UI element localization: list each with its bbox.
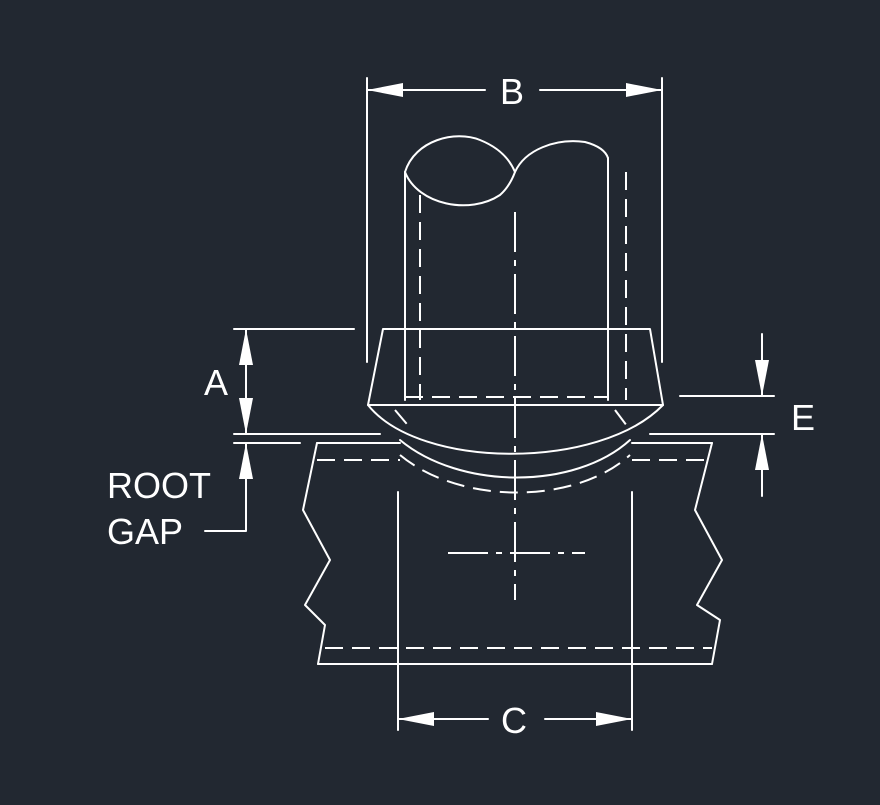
dim-a-label: A: [204, 362, 228, 403]
base-header: [302, 442, 723, 731]
dim-b-label: B: [500, 71, 524, 112]
dim-b-arrow-left: [367, 83, 403, 97]
weld-crown-outer: [367, 404, 664, 455]
base-break-left: [302, 442, 331, 665]
root-gap-leader: [204, 442, 247, 532]
root-gap-arrow: [239, 443, 253, 479]
dimension-b: B: [366, 71, 663, 363]
root-gap-label-line2: GAP: [107, 511, 183, 552]
weld-bead: [367, 404, 664, 494]
weld-crown-inner: [399, 439, 631, 479]
pipe: [404, 135, 627, 401]
dim-e-arrow-bottom: [755, 434, 769, 470]
dimension-c: C: [397, 700, 633, 741]
root-gap-label-line1: ROOT: [107, 465, 211, 506]
dimension-e: E: [649, 333, 815, 497]
dim-c-arrow-right: [596, 712, 632, 726]
weld-left-dashed: [394, 409, 413, 431]
dim-c-label: C: [501, 700, 527, 741]
dim-b-arrow-right: [626, 83, 662, 97]
root-gap-callout: ROOT GAP: [107, 442, 301, 552]
weld-right-dashed: [614, 409, 631, 431]
dim-a-arrow-top: [239, 329, 253, 365]
dim-e-label: E: [791, 397, 815, 438]
dim-e-arrow-top: [755, 360, 769, 396]
weld-root-dashed: [399, 454, 631, 494]
dimension-a: A: [204, 328, 381, 435]
dim-a-arrow-bottom: [239, 398, 253, 434]
dim-c-arrow-left: [398, 712, 434, 726]
base-break-right: [694, 442, 723, 665]
pipe-break-curve-lower: [404, 171, 516, 207]
pipe-break-curve: [404, 135, 609, 173]
